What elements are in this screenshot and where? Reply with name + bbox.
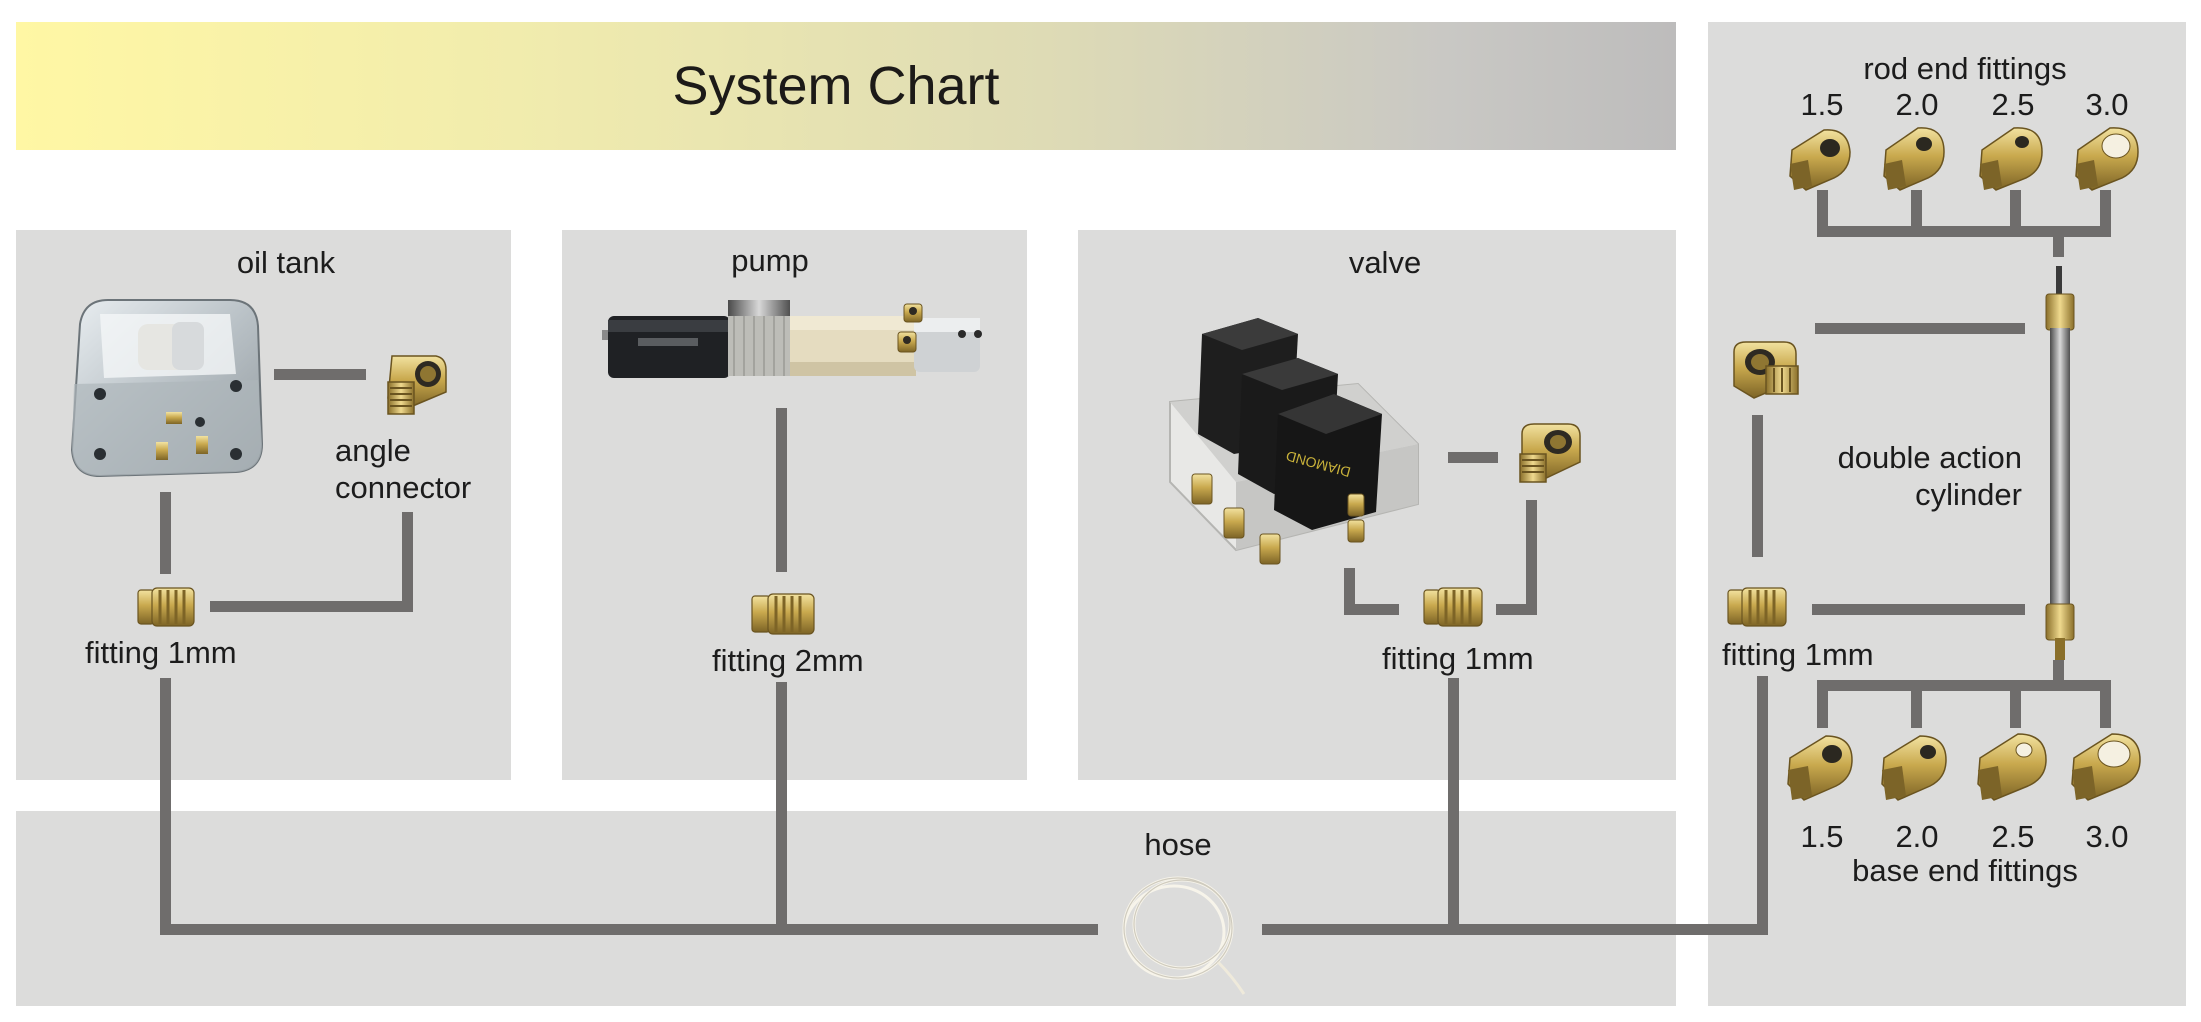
connector-line xyxy=(402,512,413,612)
rod-end-fitting-icon xyxy=(1979,127,2043,191)
connector-line xyxy=(1752,415,1763,557)
angle-connector-icon xyxy=(387,355,447,415)
connector-line xyxy=(1817,680,2111,691)
base-end-fittings-label: base end fittings xyxy=(1852,853,2078,888)
base-end-fitting-icon xyxy=(2071,733,2141,801)
base-end-fitting-icon xyxy=(1977,733,2047,801)
pump-icon xyxy=(602,300,982,378)
rod-end-fittings-label: rod end fittings xyxy=(1863,51,2067,86)
oil-tank-icon xyxy=(70,299,264,478)
rod-end-size: 2.0 xyxy=(1895,87,1939,122)
base-end-size: 1.5 xyxy=(1800,819,1844,854)
connector-line xyxy=(2010,680,2021,728)
hose-label: hose xyxy=(1144,827,1212,862)
rod-end-fitting-icon xyxy=(2075,127,2139,191)
connector-line xyxy=(2100,190,2111,237)
fitting-icon xyxy=(137,587,195,627)
connector-line xyxy=(1815,323,2025,334)
page-title: System Chart xyxy=(672,56,1000,116)
rod-end-size: 3.0 xyxy=(2085,87,2129,122)
connector-line xyxy=(1448,452,1498,463)
connector-line xyxy=(160,924,1098,935)
fitting-icon xyxy=(1727,587,1787,627)
valve-icon: DIAMOND xyxy=(1169,318,1419,565)
rod-end-fitting-icon xyxy=(1883,127,1945,191)
base-end-size: 2.0 xyxy=(1895,819,1939,854)
connector-line xyxy=(1812,604,2025,615)
valve-fitting-label: fitting 1mm xyxy=(1382,641,1534,676)
connector-line xyxy=(274,369,366,380)
connector-line xyxy=(1911,680,1922,728)
pump-fitting-label: fitting 2mm xyxy=(712,643,864,678)
fitting-icon xyxy=(751,593,815,635)
connector-line xyxy=(1496,604,1537,615)
connector-line xyxy=(160,492,171,574)
rod-end-size: 1.5 xyxy=(1800,87,1844,122)
connector-line xyxy=(1344,568,1355,614)
connector-line xyxy=(2053,660,2064,685)
connector-line xyxy=(1817,190,1828,237)
rod-end-size: 2.5 xyxy=(1991,87,2035,122)
rod-end-fitting-icon xyxy=(1789,129,1851,191)
connector-line xyxy=(1817,680,1828,728)
cylinder-label-line-2: cylinder xyxy=(1915,477,2022,512)
cylinder-icon xyxy=(2045,266,2075,660)
base-end-fitting-icon xyxy=(1787,735,1853,801)
pump-label: pump xyxy=(731,243,809,278)
connector-line xyxy=(2053,237,2064,257)
base-end-size: 2.5 xyxy=(1991,819,2035,854)
cylinder-panel xyxy=(1708,22,2186,1006)
connector-line xyxy=(1817,226,2111,237)
connector-line xyxy=(1757,676,1768,935)
connector-line xyxy=(160,678,171,935)
connector-line xyxy=(1262,924,1768,935)
cylinder-fitting-label: fitting 1mm xyxy=(1722,637,1874,672)
oil-tank-fitting-label: fitting 1mm xyxy=(85,635,237,670)
connector-line xyxy=(1526,500,1537,615)
angle-connector-icon xyxy=(1519,423,1581,483)
hose-icon xyxy=(1122,876,1246,995)
cylinder-label-line-1: double action xyxy=(1837,440,2022,475)
angle-connector-label-line-1: angle xyxy=(335,433,411,468)
valve-label: valve xyxy=(1348,245,1422,280)
oil-tank-label: oil tank xyxy=(236,245,336,280)
fitting-icon xyxy=(1423,587,1483,627)
angle-connector-label: angle connector xyxy=(335,432,471,506)
title-banner: System Chart xyxy=(16,22,1676,150)
connector-line xyxy=(1448,678,1459,935)
connector-line xyxy=(210,601,413,612)
angle-connector-icon xyxy=(1733,341,1799,399)
connector-line xyxy=(1344,604,1399,615)
hose-panel xyxy=(16,811,1676,1006)
base-end-fitting-icon xyxy=(1881,735,1947,801)
connector-line xyxy=(1911,190,1922,237)
connector-line xyxy=(2100,680,2111,728)
connector-line xyxy=(776,408,787,572)
connector-line xyxy=(776,682,787,935)
cylinder-label: double action cylinder xyxy=(1790,439,2022,513)
base-end-size: 3.0 xyxy=(2085,819,2129,854)
connector-line xyxy=(2010,190,2021,237)
angle-connector-label-line-2: connector xyxy=(335,470,472,505)
